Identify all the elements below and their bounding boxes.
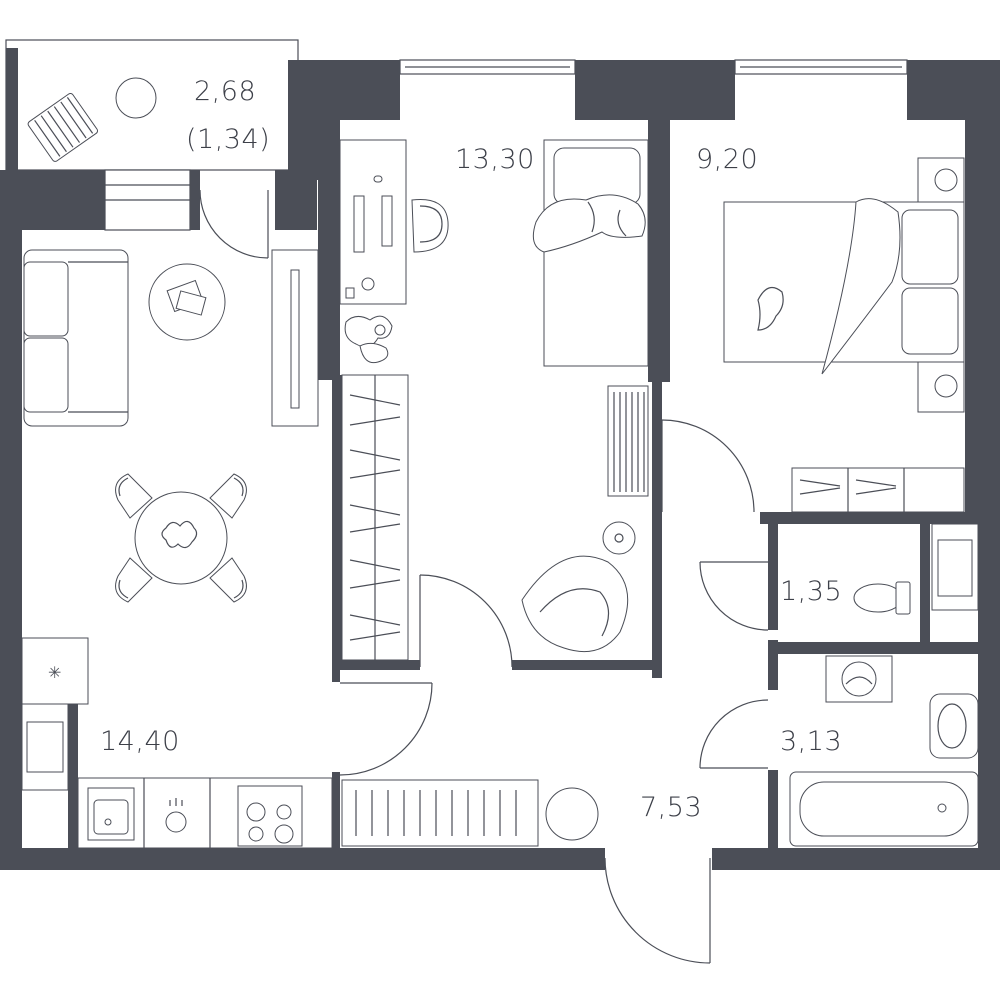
toy xyxy=(344,315,393,364)
living-furniture: ✳ xyxy=(21,249,333,849)
bed-2 xyxy=(723,198,965,375)
balcony-table xyxy=(115,77,157,119)
sofa xyxy=(23,249,129,427)
lamp xyxy=(934,168,958,192)
dining-chair xyxy=(115,473,153,519)
walls xyxy=(0,39,1000,870)
door-balcony xyxy=(199,189,269,259)
door-entrance xyxy=(604,857,711,964)
armchair xyxy=(521,555,629,653)
hallway-wardrobe xyxy=(341,779,539,847)
desk xyxy=(339,139,407,305)
doors xyxy=(199,189,769,964)
bedroom-2-furniture xyxy=(723,157,965,513)
area-label-bathroom: 3,13 xyxy=(780,726,842,757)
toilet-fixtures xyxy=(853,523,979,615)
blanket xyxy=(821,198,901,375)
area-labels: 2,68 (1,34) 13,30 9,20 1,35 3,13 14,40 7… xyxy=(100,76,842,823)
lamp xyxy=(934,374,958,398)
door-bedroom-2 xyxy=(661,419,755,513)
tv xyxy=(290,269,300,409)
door-living xyxy=(339,682,433,776)
area-label-toilet: 1,35 xyxy=(780,576,842,607)
bedroom-1-furniture xyxy=(339,139,649,661)
area-label-living-kitchen: 14,40 xyxy=(100,726,180,757)
area-label-hallway: 7,53 xyxy=(640,792,702,823)
balcony-furniture xyxy=(27,77,157,162)
deck-chair xyxy=(27,92,99,162)
area-label-bedroom-2: 9,20 xyxy=(696,144,758,175)
door-bedroom-1 xyxy=(419,574,513,668)
dining-table xyxy=(134,491,228,585)
area-label-balcony: 2,68 xyxy=(194,76,256,107)
pillow xyxy=(901,287,959,355)
dining-chair xyxy=(209,557,247,603)
keyboard xyxy=(381,195,393,247)
dresser xyxy=(791,467,965,513)
hallway-furniture xyxy=(341,779,599,847)
pillow xyxy=(553,147,641,205)
monitor xyxy=(353,195,365,253)
side-table xyxy=(602,521,636,555)
bookshelf xyxy=(607,385,649,497)
pillow xyxy=(901,209,959,285)
blanket xyxy=(532,194,646,253)
svg-text:✳: ✳ xyxy=(48,663,61,682)
faucet xyxy=(165,811,187,833)
area-label-balcony-secondary: (1,34) xyxy=(186,124,270,155)
toilet-bowl xyxy=(853,581,911,615)
door-toilet xyxy=(699,561,769,631)
wardrobe xyxy=(341,374,409,661)
area-label-bedroom-1: 13,30 xyxy=(455,144,535,175)
dining-chair xyxy=(209,473,247,519)
bathroom-fixtures xyxy=(789,655,979,847)
ottoman xyxy=(545,787,599,841)
teddy-bear xyxy=(757,286,784,331)
dining-chair xyxy=(115,557,153,603)
bed-1 xyxy=(532,139,649,367)
door-bathroom xyxy=(699,699,769,769)
